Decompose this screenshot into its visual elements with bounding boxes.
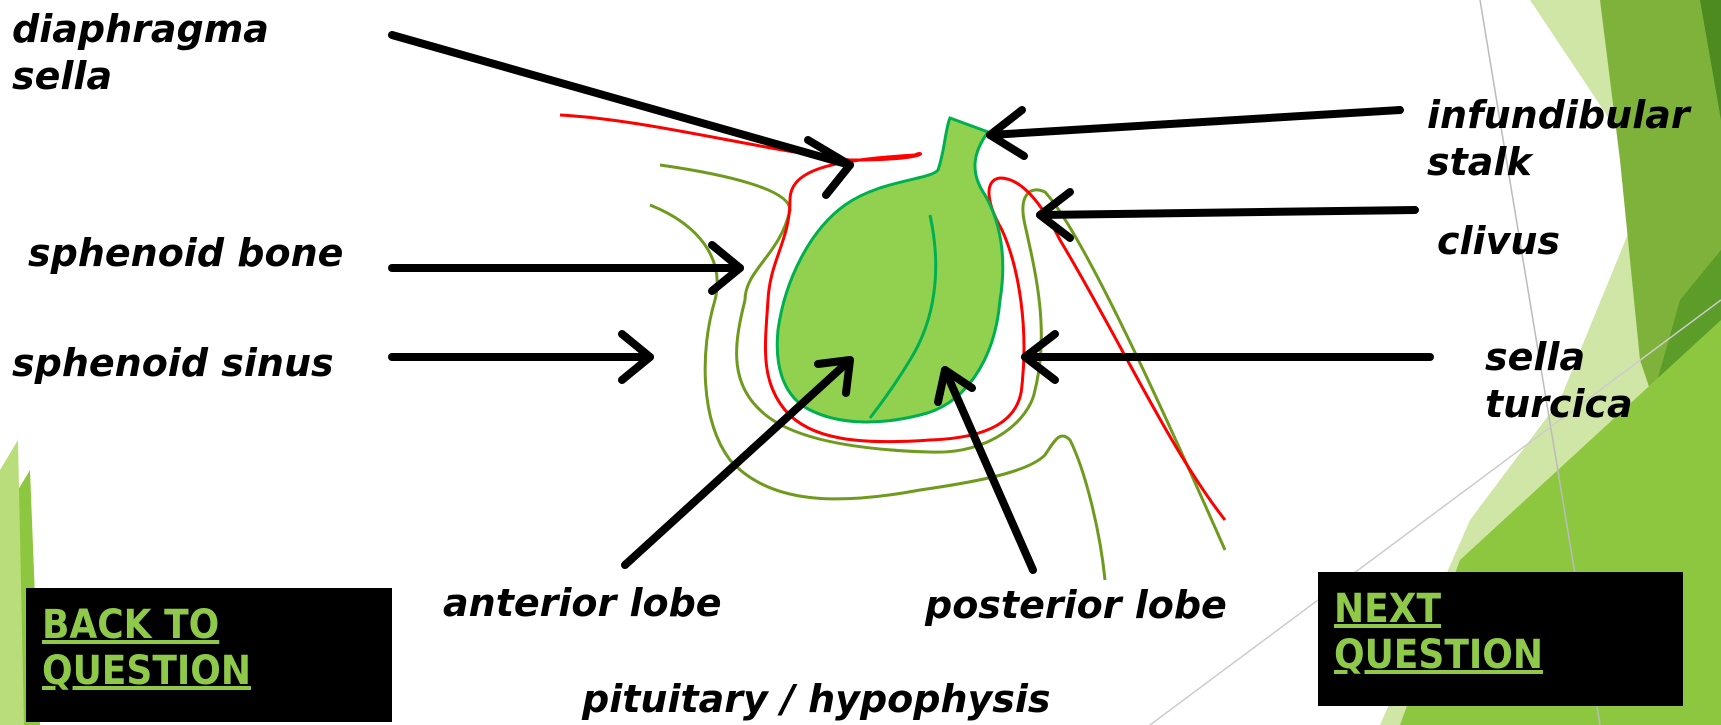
label-diaphragma-sella-line1: diaphragma [12,6,269,53]
arrow-sphenoid-sinus [392,334,650,380]
label-infundibular-stalk-line1: infundibular [1427,92,1690,139]
label-sphenoid-bone: sphenoid bone [28,230,343,277]
label-infundibular-stalk-line2: stalk [1427,139,1690,186]
caption-pituitary-hypophysis: pituitary / hypophysis [582,676,1051,723]
arrow-anterior-lobe [625,360,850,565]
arrow-clivus [1040,192,1415,238]
back-to-question-button[interactable]: BACK TO QUESTION [26,588,392,722]
label-sella-turcica: sella turcica [1485,334,1633,428]
next-question-button[interactable]: NEXT QUESTION [1318,572,1683,706]
arrow-infundibular-stalk [990,110,1400,156]
arrow-diaphragma-sella [392,35,850,195]
label-diaphragma-sella: diaphragma sella [12,6,269,100]
label-posterior-lobe: posterior lobe [925,582,1227,629]
next-question-link[interactable]: NEXT QUESTION [1334,586,1667,678]
label-infundibular-stalk: infundibular stalk [1427,92,1690,186]
back-to-question-line1: BACK TO [42,602,376,648]
arrow-sphenoid-bone [392,245,740,291]
pituitary-gland [777,118,1003,422]
back-to-question-line2: QUESTION [42,648,376,694]
next-question-line2: QUESTION [1334,632,1667,678]
back-to-question-link[interactable]: BACK TO QUESTION [42,602,376,694]
label-diaphragma-sella-line2: sella [12,53,269,100]
label-clivus: clivus [1437,218,1560,265]
label-sella-turcica-line1: sella [1485,334,1633,381]
label-anterior-lobe: anterior lobe [443,580,722,627]
label-sella-turcica-line2: turcica [1485,381,1633,428]
next-question-line1: NEXT [1334,586,1667,632]
arrow-sella-turcica [1025,334,1430,380]
label-sphenoid-sinus: sphenoid sinus [12,340,334,387]
